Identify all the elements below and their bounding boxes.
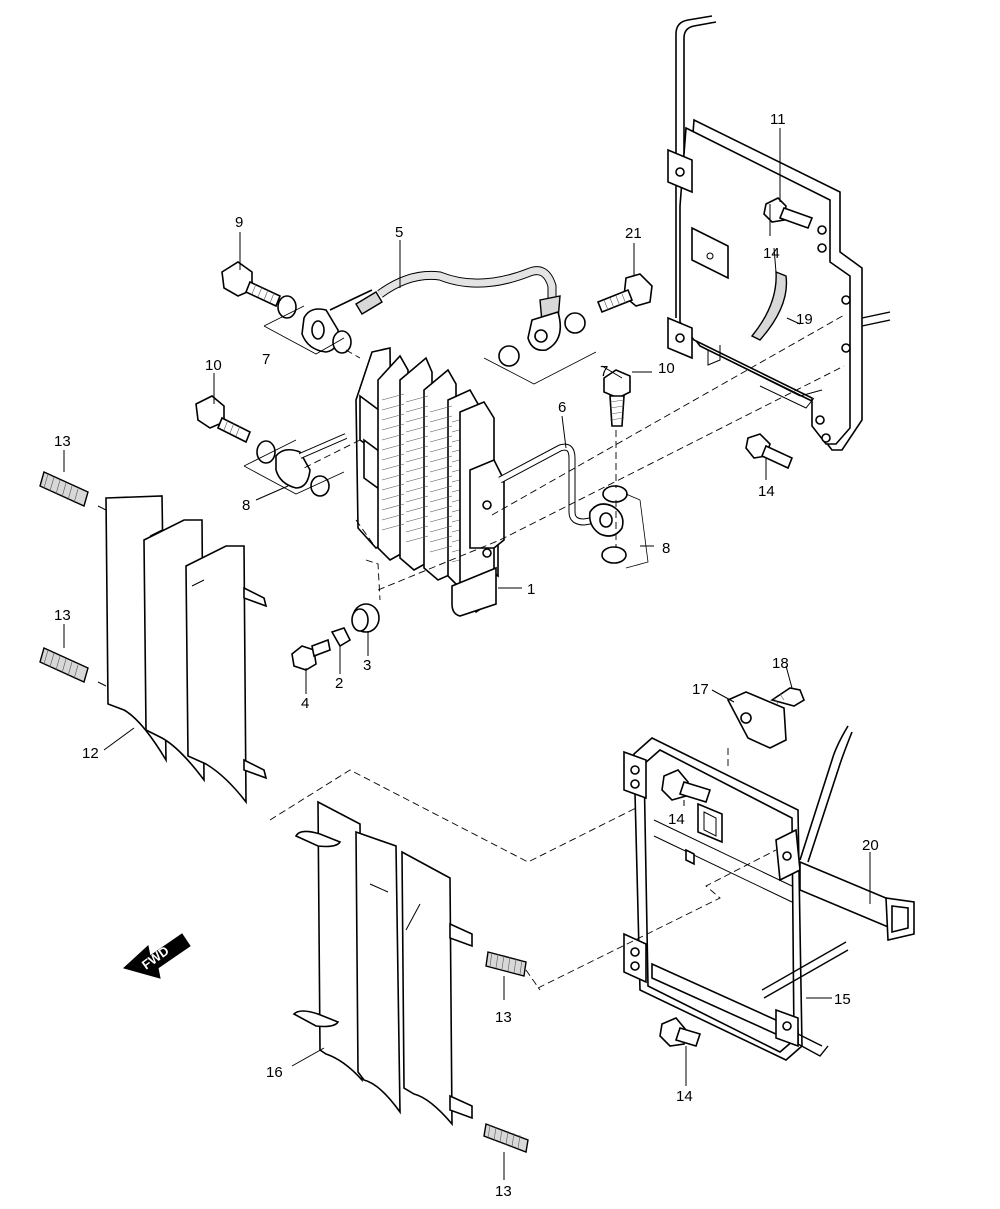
callout-21: 21 xyxy=(625,225,642,242)
collar-2 xyxy=(330,627,352,648)
callout-1: 1 xyxy=(527,581,535,598)
callout-3: 3 xyxy=(363,657,371,674)
washer-7c xyxy=(498,345,520,367)
callout-12: 12 xyxy=(82,745,99,762)
spring-13a xyxy=(39,471,89,507)
callout-17: 17 xyxy=(692,681,709,698)
callout-14-top: 14 xyxy=(763,245,780,262)
callout-14-upper-lower: 14 xyxy=(758,483,775,500)
spring-13d xyxy=(483,1123,529,1153)
leader-lines xyxy=(63,128,871,1180)
banjo-bolt-9 xyxy=(221,261,282,308)
callout-6: 6 xyxy=(558,399,566,416)
callout-11: 11 xyxy=(770,111,786,128)
banjo-bolt-10-left xyxy=(195,395,252,444)
callout-19: 19 xyxy=(796,311,813,328)
stay-bar-20 xyxy=(799,860,915,941)
assembly-lines-bottom xyxy=(269,748,777,991)
callout-4: 4 xyxy=(301,695,309,712)
small-bracket-17 xyxy=(726,691,787,749)
oil-cooler-core xyxy=(355,347,505,617)
oil-hose xyxy=(301,266,562,353)
callout-16: 16 xyxy=(266,1064,283,1081)
washer-8b xyxy=(601,546,627,564)
callout-13-lower: 13 xyxy=(495,1009,512,1026)
washer-7b xyxy=(332,330,352,354)
bolt-4 xyxy=(291,638,331,671)
bolt-14d xyxy=(659,1017,702,1047)
callout-8-left: 8 xyxy=(242,497,250,514)
retaining-clip-19 xyxy=(750,270,788,341)
callout-18: 18 xyxy=(772,655,789,672)
cooler-fin-stack xyxy=(377,354,479,592)
washer-8a xyxy=(602,485,628,503)
callout-14-bottom: 14 xyxy=(676,1088,693,1105)
callout-15: 15 xyxy=(834,991,851,1008)
callout-10-left: 10 xyxy=(205,357,222,374)
callout-10-right: 10 xyxy=(658,360,675,377)
louver-panel-12 xyxy=(97,495,268,805)
assembly-lines-top xyxy=(243,305,847,601)
bolt-14b xyxy=(745,433,794,470)
banjo-bolt-21 xyxy=(596,273,653,314)
pipe-fitting-left xyxy=(275,433,348,489)
spring-13b xyxy=(39,647,89,683)
callout-13-mid: 13 xyxy=(54,607,71,624)
screw-18 xyxy=(770,687,805,707)
banjo-bolt-10-right xyxy=(603,369,631,427)
grommet-3 xyxy=(351,603,380,633)
spring-13c xyxy=(485,951,527,977)
louver-panel-16 xyxy=(292,800,473,1127)
callout-7-left: 7 xyxy=(262,351,270,368)
upper-mounting-bracket xyxy=(667,15,891,451)
washer-7d xyxy=(564,312,586,334)
callout-20: 20 xyxy=(862,837,879,854)
callout-labels: 1 2 3 4 5 6 7 7 8 8 9 10 10 11 12 13 13 … xyxy=(54,111,879,1200)
callout-9: 9 xyxy=(235,214,243,231)
callout-13-top: 13 xyxy=(54,433,71,450)
callout-13-bottom: 13 xyxy=(495,1183,512,1200)
callout-14-mid: 14 xyxy=(668,811,685,828)
callout-5: 5 xyxy=(395,224,403,241)
callout-2: 2 xyxy=(335,675,343,692)
callout-7-right: 7 xyxy=(600,363,608,380)
bolt-14c xyxy=(661,769,712,803)
forward-direction-arrow: FWD xyxy=(122,933,191,979)
oil-pipe-6 xyxy=(498,443,624,537)
callout-8-right: 8 xyxy=(662,540,670,557)
